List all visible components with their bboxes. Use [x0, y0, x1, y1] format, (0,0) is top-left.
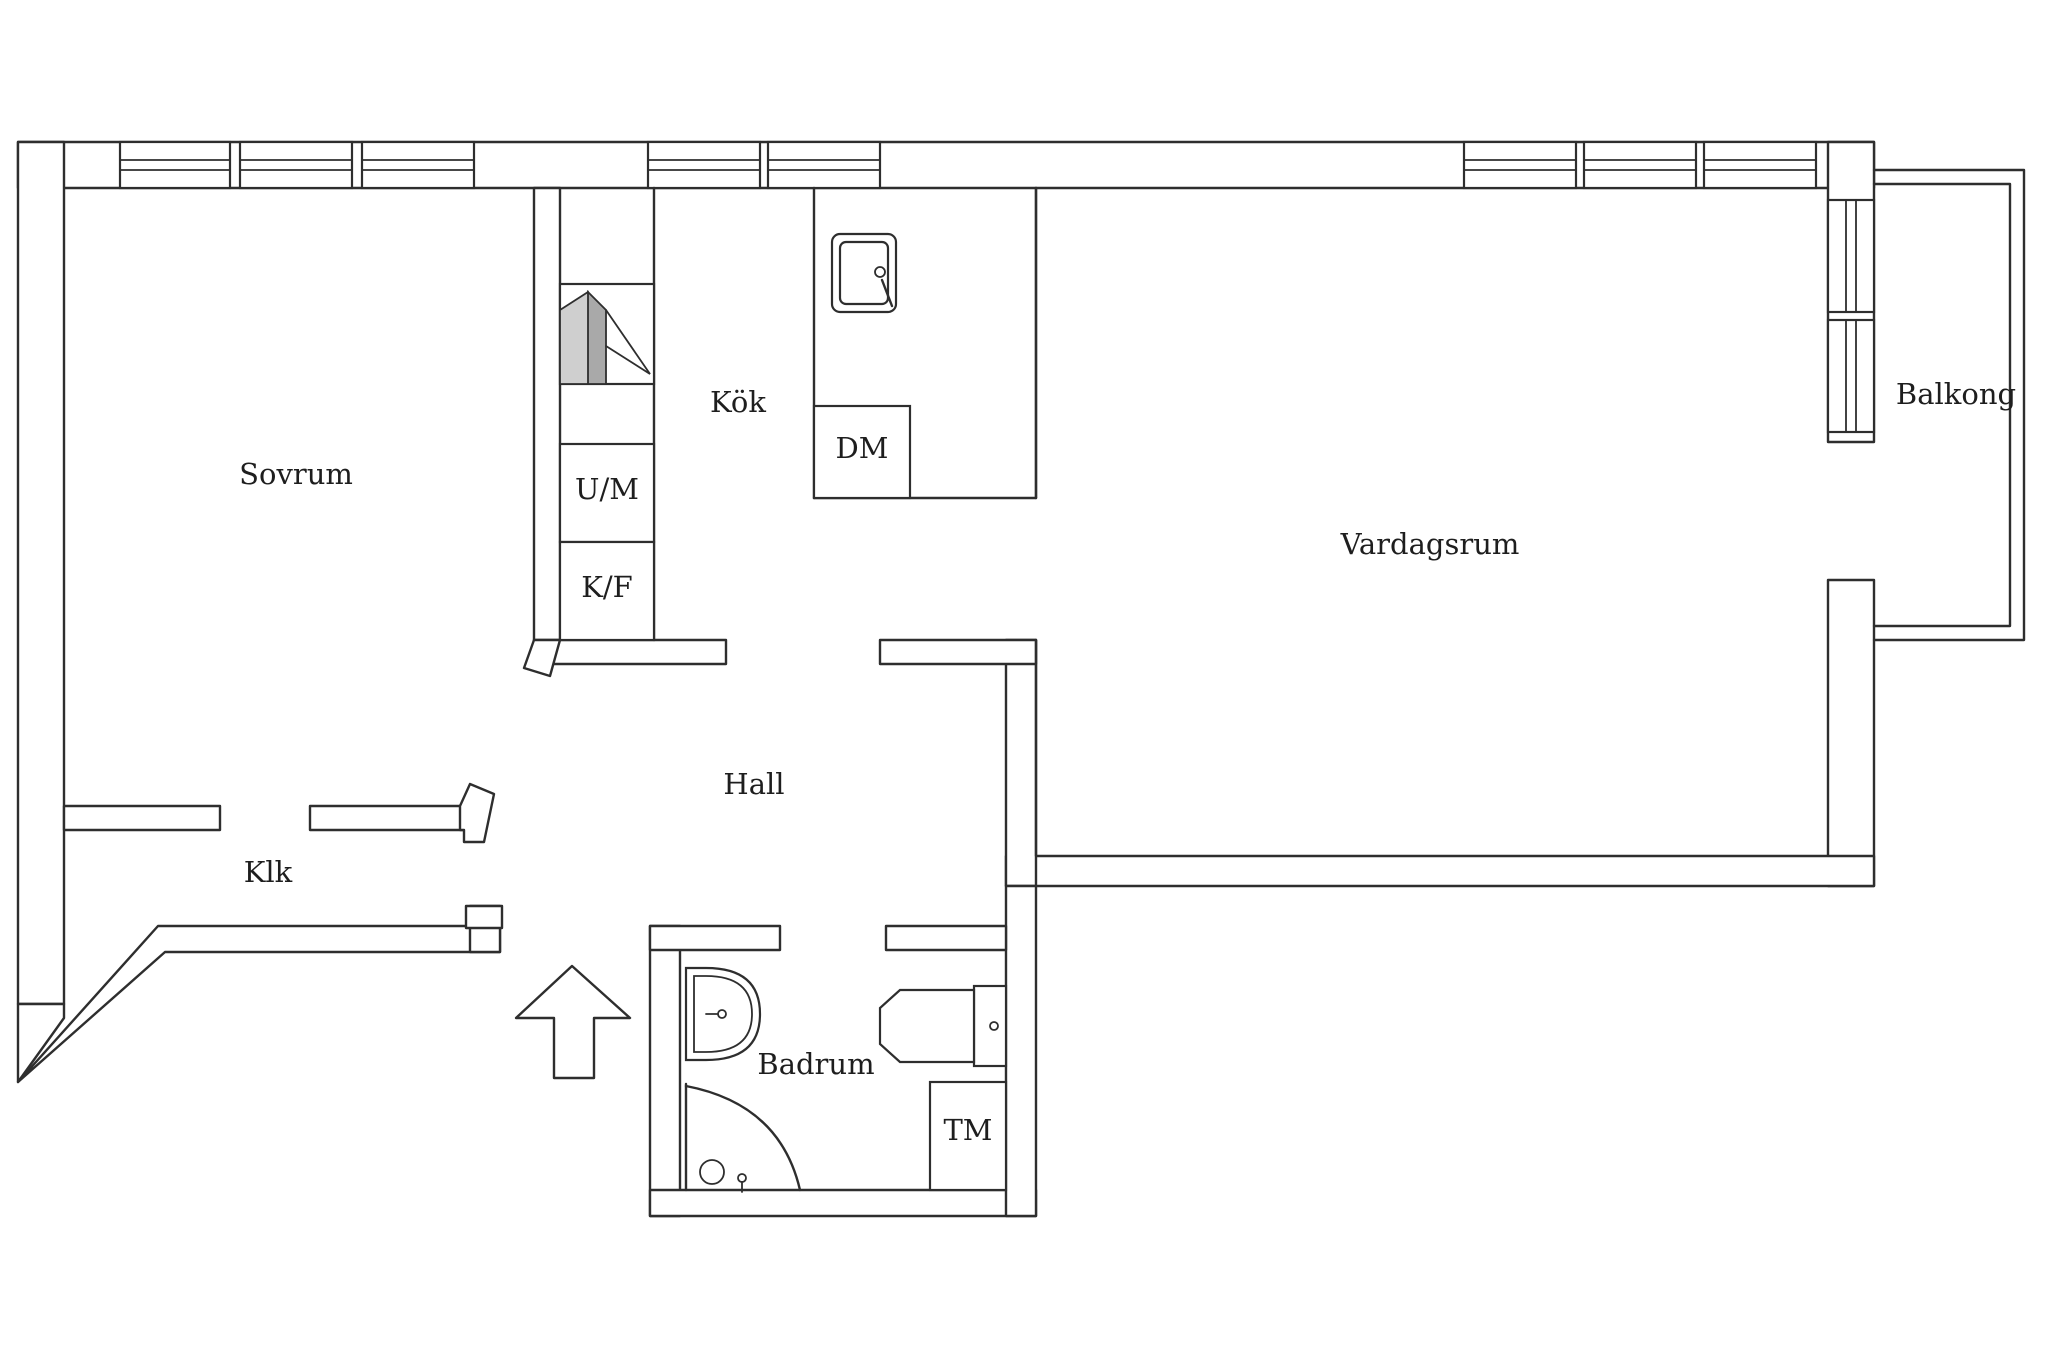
bathroom-fixtures: TM [684, 966, 1008, 1193]
window [1826, 198, 1876, 314]
window [1702, 140, 1818, 190]
room-label-badrum: Badrum [757, 1047, 874, 1081]
room-label-kok: Kök [710, 385, 766, 419]
window [766, 140, 882, 190]
kitchen-fixtures: U/M K/F DM [558, 232, 912, 642]
room-label-klk: Klk [244, 855, 293, 889]
window [118, 140, 232, 190]
fixture-label-kf: K/F [581, 570, 633, 604]
room-labels: Sovrum Kök Vardagsrum Balkong Hall Klk B… [239, 377, 2016, 1081]
fixture-label-tm: TM [943, 1113, 992, 1147]
window [1826, 318, 1876, 434]
dishwasher-box [812, 404, 912, 500]
interior-walls [62, 186, 1038, 952]
toilet-icon [878, 984, 1008, 1068]
window [646, 140, 762, 190]
balcony [1872, 168, 2026, 642]
room-label-hall: Hall [723, 767, 784, 801]
sink-icon [830, 232, 898, 314]
room-label-balkong: Balkong [1896, 377, 2016, 411]
windows [118, 140, 1876, 434]
room-label-vardagsrum: Vardagsrum [1340, 527, 1520, 561]
window [360, 140, 476, 190]
room-label-sovrum: Sovrum [239, 457, 353, 491]
window [1582, 140, 1698, 190]
entrance-arrow-icon [514, 964, 632, 1080]
fridge-freezer-box [558, 540, 656, 642]
window [238, 140, 354, 190]
washbasin-icon [684, 966, 762, 1062]
microwave-oven-box [558, 442, 656, 544]
fixture-label-dm: DM [836, 431, 889, 465]
washing-machine-box [928, 1080, 1008, 1192]
fixture-label-um: U/M [575, 472, 639, 506]
shower-icon [684, 1082, 802, 1193]
stove-hood-icon [558, 282, 656, 386]
window [1462, 140, 1578, 190]
